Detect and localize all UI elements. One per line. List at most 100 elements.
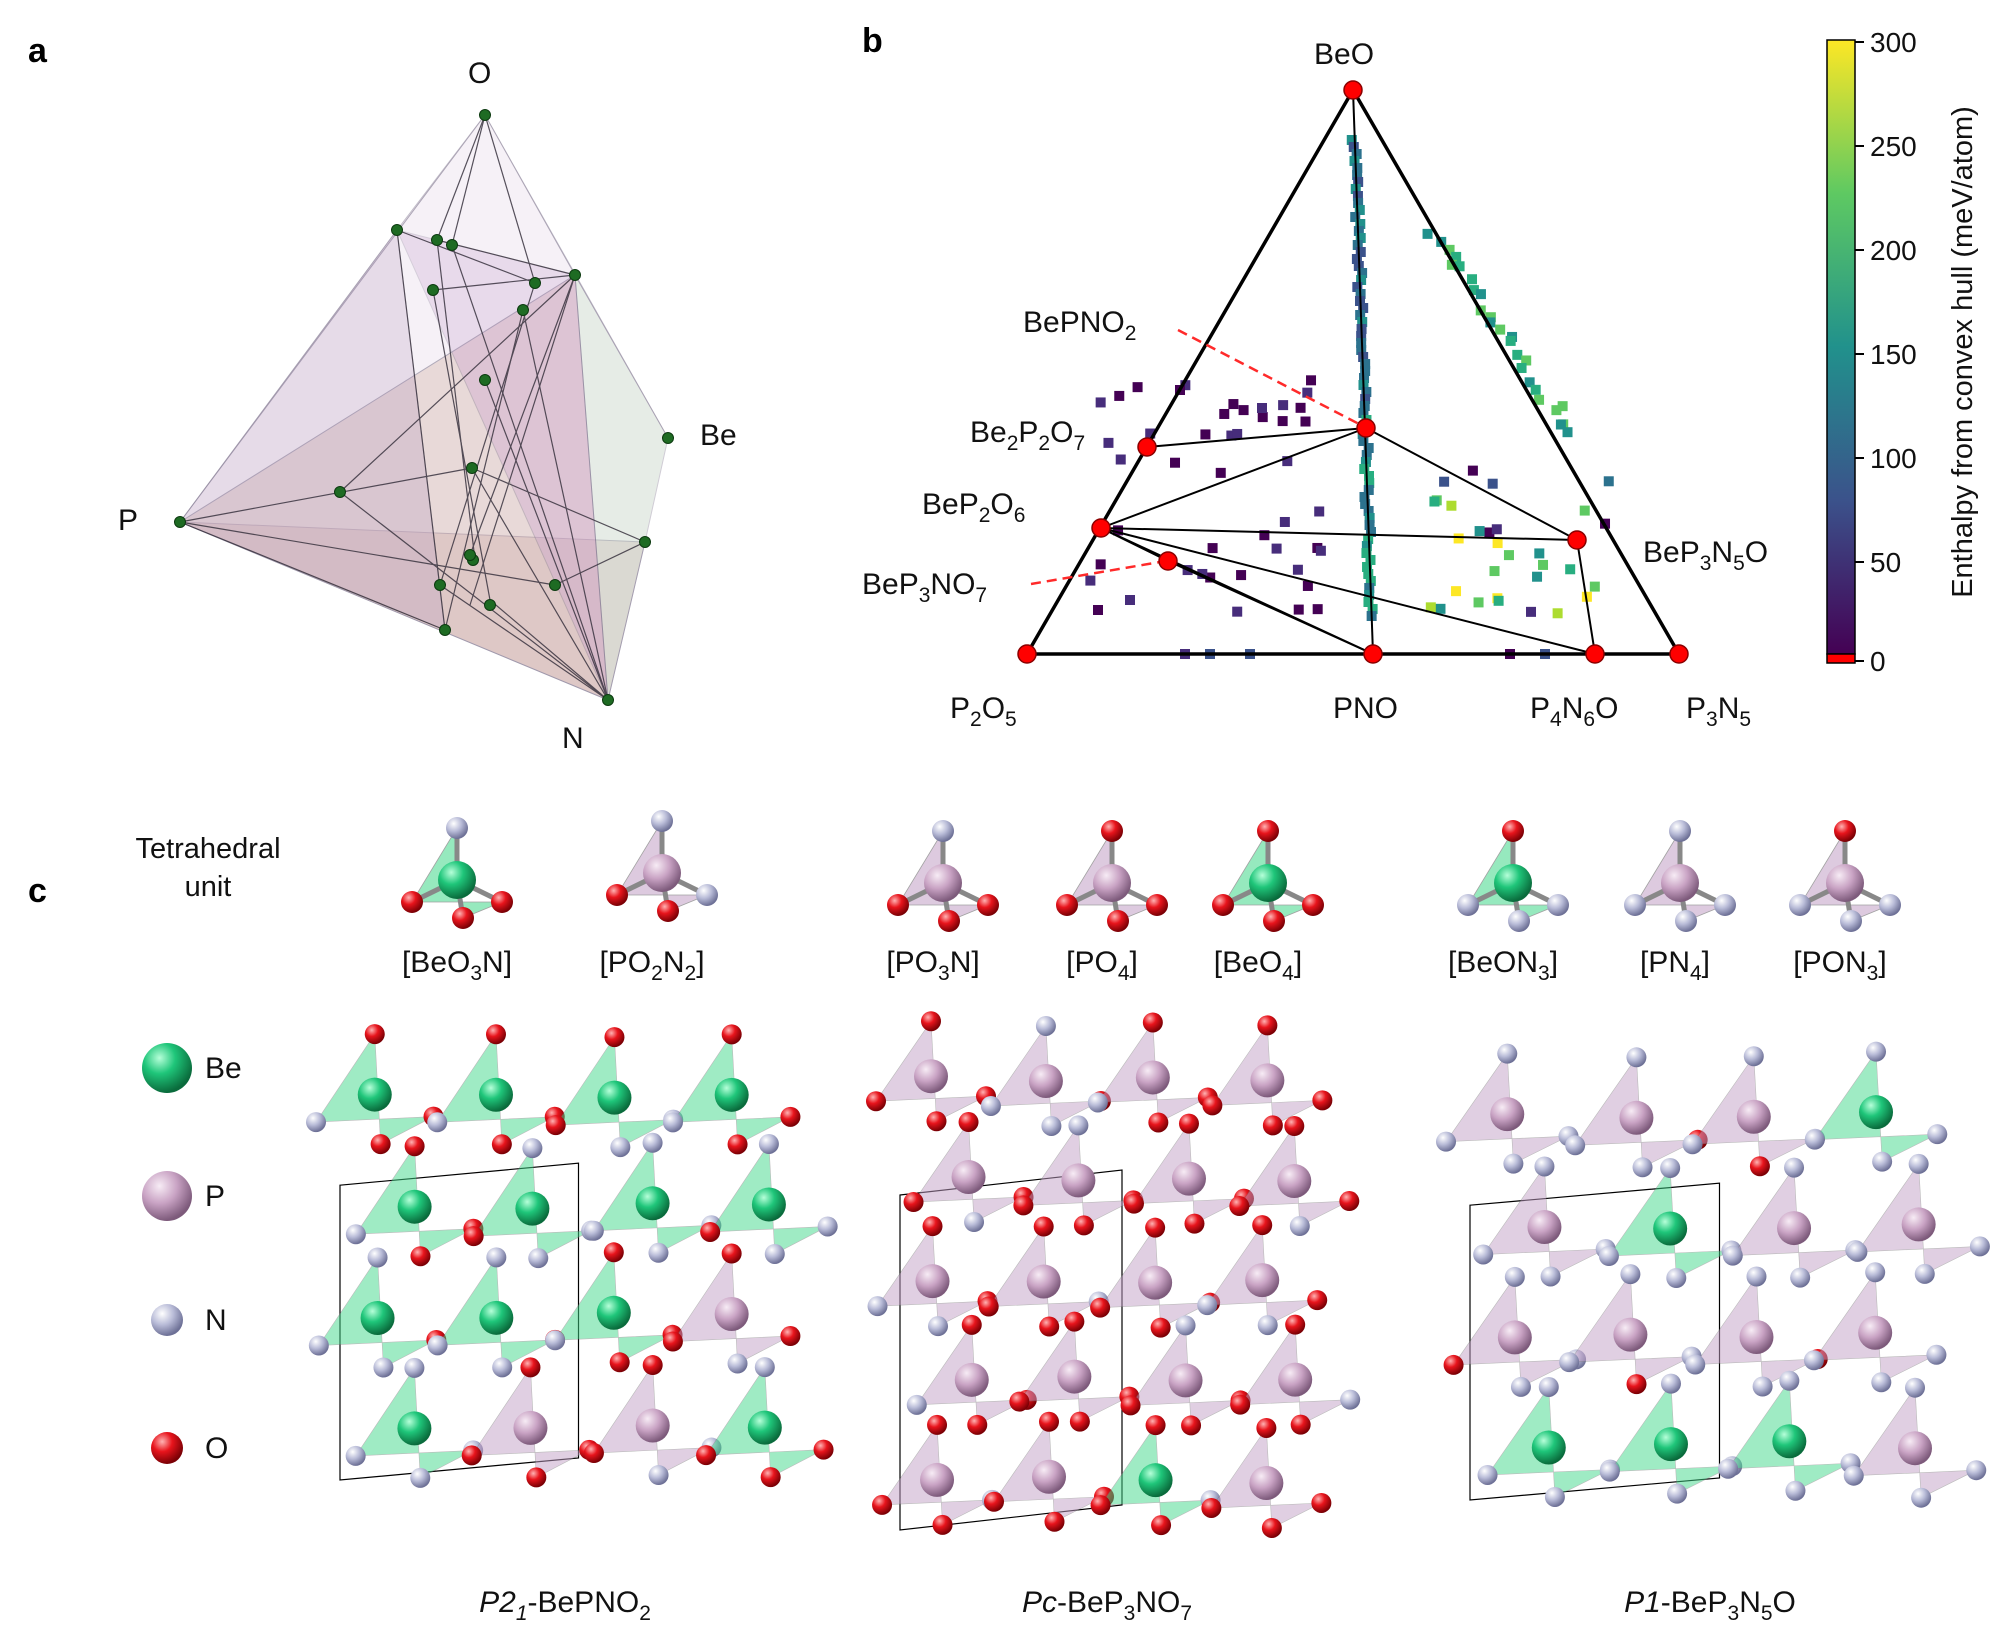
phase-point bbox=[1114, 390, 1125, 401]
phase-point bbox=[1485, 312, 1496, 323]
phase-point bbox=[1526, 606, 1537, 617]
tie-lines bbox=[1100, 89, 1596, 655]
phase-point bbox=[1512, 349, 1523, 360]
colorbar-label: Enthalpy from convex hull (meV/atom) bbox=[1947, 106, 1979, 598]
phase-point bbox=[1232, 606, 1243, 617]
phase-point bbox=[1475, 289, 1486, 300]
quaternary-hull bbox=[174, 109, 674, 706]
legend-label-p: P bbox=[205, 1180, 225, 1213]
phase-point bbox=[1085, 575, 1096, 586]
phase-point bbox=[1302, 387, 1313, 398]
panel-b: b BeO BePN bbox=[862, 22, 1979, 731]
colorbar-tick: 200 bbox=[1870, 235, 1917, 266]
phase-point bbox=[1259, 530, 1270, 541]
phase-point bbox=[1422, 228, 1433, 239]
phase-point bbox=[1279, 516, 1290, 527]
colorbar-tick: 100 bbox=[1870, 443, 1917, 474]
phase-point bbox=[1516, 362, 1527, 373]
phase-label-p4n6o: P4N6O bbox=[1530, 692, 1618, 731]
legend-label-o: O bbox=[205, 1432, 228, 1465]
phase-label-be2p2o7: Be2P2O7 bbox=[970, 416, 1085, 455]
phase-point bbox=[1113, 525, 1124, 536]
crystal-structures bbox=[306, 1011, 1990, 1538]
phase-point bbox=[1363, 485, 1374, 495]
tetrahedron bbox=[401, 817, 513, 929]
phase-label-pno: PNO bbox=[1333, 692, 1398, 725]
phase-point bbox=[1444, 244, 1455, 255]
phase-point bbox=[1451, 251, 1462, 262]
unit-label-po3n: [PO3N] bbox=[886, 946, 979, 985]
phase-point bbox=[1505, 335, 1516, 346]
ternary-triangle bbox=[1023, 86, 1683, 656]
phase-point bbox=[1282, 456, 1293, 467]
phase-point bbox=[1095, 397, 1106, 408]
phase-point bbox=[1429, 496, 1440, 507]
phase-point bbox=[1551, 405, 1562, 416]
phase-point bbox=[1557, 401, 1568, 412]
phase-point bbox=[1353, 198, 1364, 208]
panel-letter-a: a bbox=[28, 32, 48, 70]
phase-point bbox=[1132, 382, 1143, 393]
phase-point bbox=[1355, 247, 1366, 257]
atom-legend: Be P N O bbox=[142, 1043, 242, 1465]
phase-point bbox=[1352, 191, 1363, 201]
phase-point bbox=[1300, 416, 1311, 427]
phase-point bbox=[1467, 465, 1478, 476]
colorbar-tick: 50 bbox=[1870, 547, 1901, 578]
phase-point bbox=[1357, 268, 1368, 278]
panel-a: a bbox=[28, 32, 737, 755]
phase-point bbox=[1349, 156, 1360, 166]
phase-point bbox=[1360, 359, 1371, 369]
leader-lines bbox=[1030, 328, 1362, 586]
phase-point bbox=[1524, 377, 1535, 388]
phase-point bbox=[1115, 454, 1126, 465]
phase-point bbox=[1453, 533, 1464, 544]
colorbar-tick: 300 bbox=[1870, 27, 1917, 58]
phase-point bbox=[1367, 604, 1378, 614]
phase-point bbox=[1603, 476, 1614, 487]
n-atom-icon bbox=[151, 1304, 183, 1336]
phase-point bbox=[1579, 505, 1590, 516]
phase-point bbox=[1562, 427, 1573, 438]
tetrahedral-units bbox=[401, 810, 1901, 932]
phase-point bbox=[1355, 233, 1366, 243]
phase-point bbox=[1555, 419, 1566, 430]
legend-label-be: Be bbox=[205, 1052, 242, 1085]
phase-point bbox=[1257, 412, 1268, 423]
phase-point bbox=[1219, 408, 1230, 419]
unit-label-beo3n: [BeO3N] bbox=[402, 946, 512, 985]
phase-point bbox=[1236, 570, 1247, 581]
tetrahedron bbox=[1212, 820, 1324, 932]
unit-label-po2n2: [PO2N2] bbox=[599, 946, 704, 985]
phase-point bbox=[1491, 524, 1502, 535]
phase-point bbox=[1351, 254, 1362, 264]
tetrahedral-heading-line1: Tetrahedral bbox=[135, 833, 280, 865]
phase-point bbox=[1439, 476, 1450, 487]
phase-point bbox=[1364, 583, 1375, 593]
phase-point bbox=[1354, 205, 1365, 215]
p-atom-icon bbox=[142, 1171, 192, 1221]
phase-point bbox=[1257, 403, 1267, 413]
phase-label-bep3no7: BeP3NO7 bbox=[862, 568, 987, 607]
phase-point bbox=[1351, 149, 1362, 159]
phase-point bbox=[1473, 597, 1484, 608]
phase-point bbox=[1534, 394, 1545, 405]
phase-point bbox=[1361, 548, 1372, 558]
phase-label-p3n5: P3N5 bbox=[1686, 692, 1751, 731]
metastable-phase-points bbox=[1085, 135, 1614, 659]
phase-point bbox=[1315, 545, 1326, 556]
colorbar-tick: 150 bbox=[1870, 339, 1917, 370]
phase-point bbox=[1363, 569, 1374, 579]
phase-point bbox=[1295, 402, 1306, 413]
phase-point bbox=[1360, 499, 1371, 509]
phase-point bbox=[1362, 562, 1373, 572]
phase-point bbox=[1103, 437, 1114, 448]
hull-vertex-points bbox=[174, 109, 674, 706]
phase-point bbox=[1446, 259, 1457, 270]
phase-label-p2o5: P2O5 bbox=[950, 692, 1017, 731]
phase-point bbox=[1306, 375, 1317, 386]
unit-label-beon3: [BeON3] bbox=[1448, 946, 1558, 985]
vertex-label-o: O bbox=[468, 57, 491, 90]
structure-caption-pc-bep3no7: Pc-BeP3NO7 bbox=[1022, 1586, 1192, 1625]
phase-label-bep2o6: BeP2O6 bbox=[922, 488, 1025, 527]
